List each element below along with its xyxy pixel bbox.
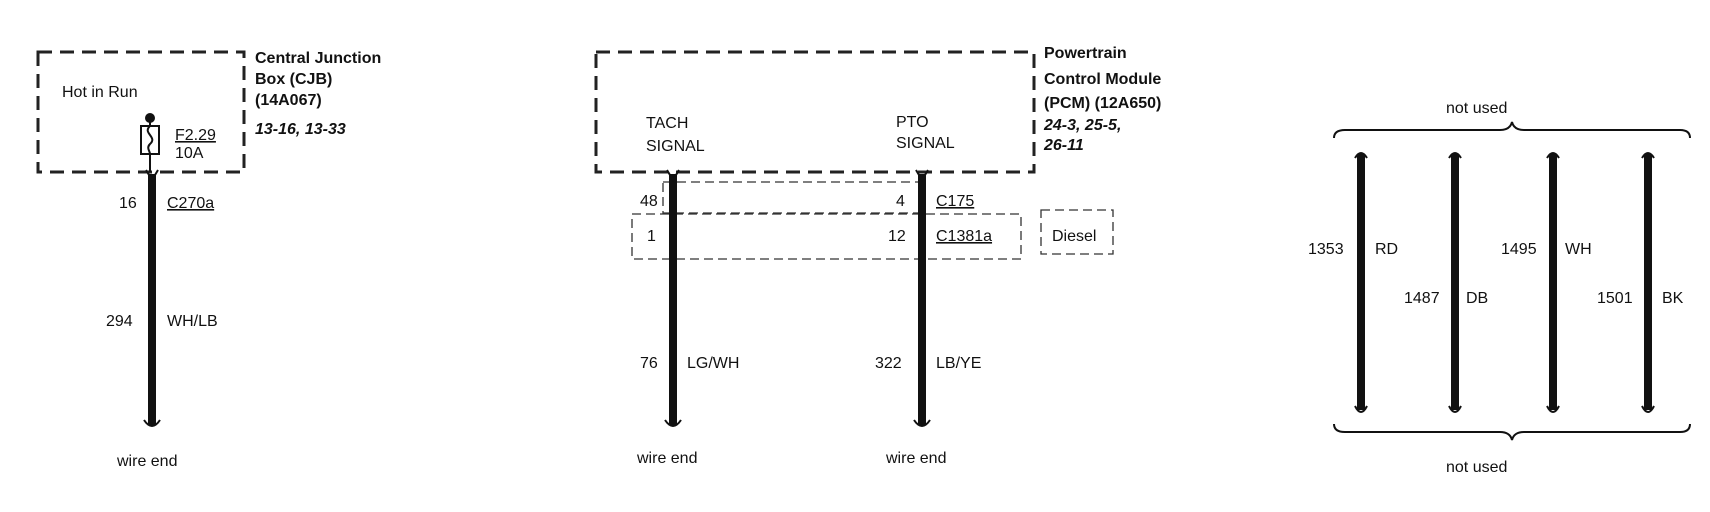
c175-connector-id: C175 xyxy=(936,193,974,210)
wire-break-icon xyxy=(1354,405,1368,413)
unused-circuit-1353: 1353 xyxy=(1308,241,1344,258)
pcm-section: Powertrain Control Module (PCM) (12A650)… xyxy=(594,45,1161,467)
wire-break-icon xyxy=(1546,405,1560,413)
c1381a-connector-id: C1381a xyxy=(936,228,992,245)
unused-wire-1495 xyxy=(1546,152,1560,413)
unused-circuit-1501: 1501 xyxy=(1597,290,1633,307)
tach-wire-end-label: wire end xyxy=(636,450,697,467)
fuse-id: F2.29 xyxy=(175,127,216,144)
cjb-section: Central Junction Box (CJB) (14A067) 13-1… xyxy=(36,50,381,470)
top-brace xyxy=(1333,121,1691,139)
unused-wire-1501 xyxy=(1641,152,1655,413)
cjb-title-line-1: Central Junction xyxy=(255,50,381,67)
c1381a-pin-tach: 1 xyxy=(647,228,656,245)
wire-break-icon xyxy=(1546,152,1560,159)
cjb-connector-pin: 16 xyxy=(119,195,137,212)
cjb-box xyxy=(36,50,246,174)
wire-arrow-icon xyxy=(666,169,680,182)
unused-circuit-1495: 1495 xyxy=(1501,241,1537,258)
unused-color-bk: BK xyxy=(1662,290,1684,307)
c175-connector-box xyxy=(662,181,925,214)
pto-circuit-number: 322 xyxy=(875,355,902,372)
bottom-brace xyxy=(1333,423,1691,441)
diesel-note: Diesel xyxy=(1052,228,1096,245)
unused-section: not used not used 1353 RD 1487 DB 1495 W… xyxy=(1308,100,1691,476)
wire-break-icon xyxy=(1641,152,1655,159)
cjb-wire-end-label: wire end xyxy=(116,453,177,470)
wire-break-icon xyxy=(1641,405,1655,413)
cjb-title-line-3: (14A067) xyxy=(255,92,322,109)
hot-in-run-label: Hot in Run xyxy=(62,84,138,101)
cjb-circuit-number: 294 xyxy=(106,313,133,330)
fuse-rating: 10A xyxy=(175,145,204,162)
wire-break-icon xyxy=(1448,152,1462,159)
wire-end-icon xyxy=(913,419,931,427)
tach-wire-color: LG/WH xyxy=(687,355,739,372)
wire-break-icon xyxy=(1448,405,1462,413)
not-used-bottom-label: not used xyxy=(1446,459,1507,476)
tach-circuit-number: 76 xyxy=(640,355,658,372)
tach-signal-label-line-1: TACH xyxy=(646,115,688,132)
c1381a-connector-box xyxy=(631,213,1022,260)
not-used-top-label: not used xyxy=(1446,100,1507,117)
unused-color-wh: WH xyxy=(1565,241,1592,258)
cjb-wire-color: WH/LB xyxy=(167,313,218,330)
tach-signal-label-line-2: SIGNAL xyxy=(646,138,705,155)
pcm-title-line-3: (PCM) (12A650) xyxy=(1044,95,1161,112)
unused-circuit-1487: 1487 xyxy=(1404,290,1440,307)
c175-pin-pto: 4 xyxy=(896,193,905,210)
wire-break-icon xyxy=(1354,152,1368,159)
unused-wire-1353 xyxy=(1354,152,1368,413)
pto-wire-end-label: wire end xyxy=(885,450,946,467)
pcm-box xyxy=(594,50,1036,174)
pcm-page-refs-line-2: 26-11 xyxy=(1043,137,1084,154)
wire-arrow-icon xyxy=(145,169,159,182)
cjb-connector-id: C270a xyxy=(167,195,214,212)
pto-signal-label-line-1: PTO xyxy=(896,114,929,131)
wire-end-icon xyxy=(143,419,161,427)
c1381a-pin-pto: 12 xyxy=(888,228,906,245)
pcm-title-line-1: Powertrain xyxy=(1044,45,1127,62)
fuse-icon xyxy=(140,113,160,172)
wire-end-icon xyxy=(664,419,682,427)
wire-arrow-icon xyxy=(915,169,929,182)
pcm-title-line-2: Control Module xyxy=(1044,71,1161,88)
unused-color-db: DB xyxy=(1466,290,1488,307)
diesel-note-box xyxy=(1040,209,1114,255)
unused-color-rd: RD xyxy=(1375,241,1398,258)
cjb-title-line-2: Box (CJB) xyxy=(255,71,332,88)
pcm-page-refs-line-1: 24-3, 25-5, xyxy=(1043,117,1121,134)
unused-wire-1487 xyxy=(1448,152,1462,413)
cjb-page-refs: 13-16, 13-33 xyxy=(255,121,346,138)
c175-pin-tach: 48 xyxy=(640,193,658,210)
pto-signal-label-line-2: SIGNAL xyxy=(896,135,955,152)
pto-wire-color: LB/YE xyxy=(936,355,981,372)
